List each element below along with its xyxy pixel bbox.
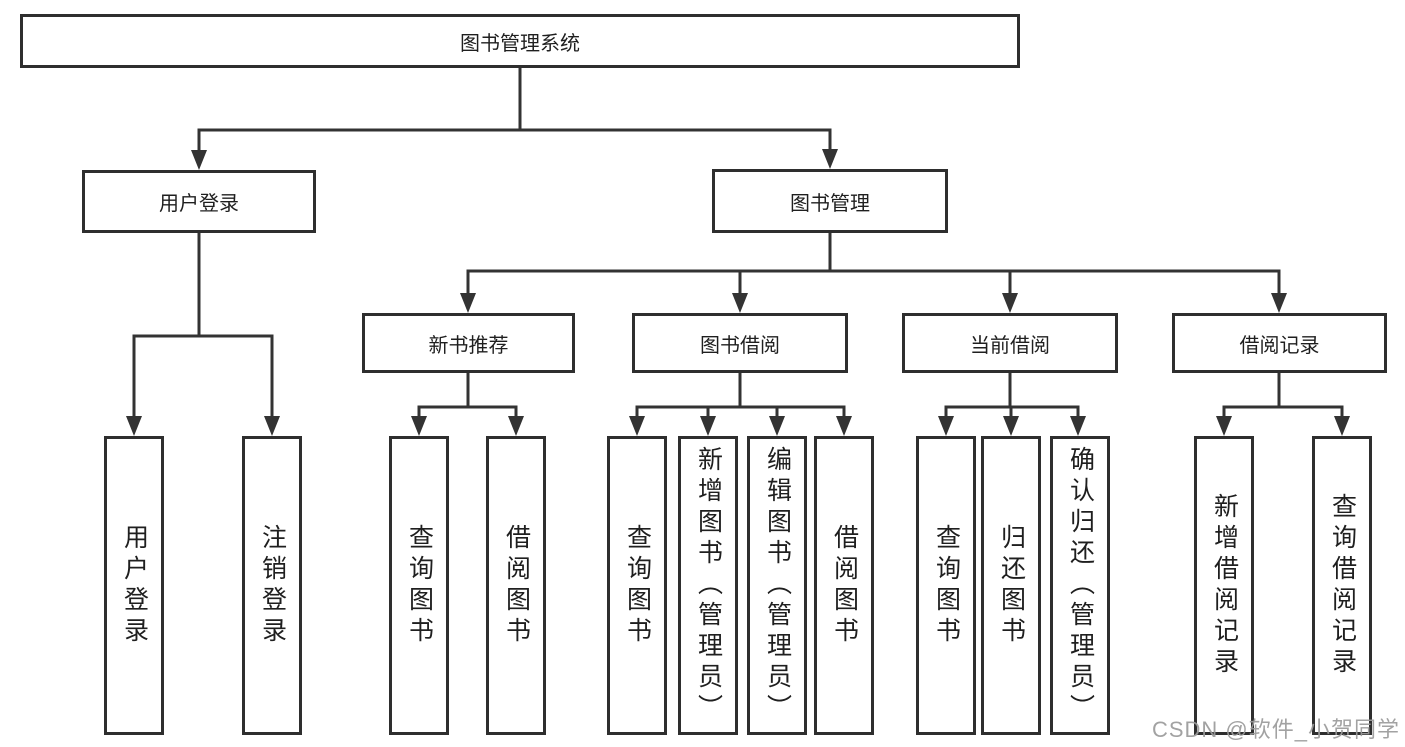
node-label: 当前借阅 <box>970 334 1050 357</box>
node-label: 新增借阅记录 <box>1210 492 1239 679</box>
node-label: 图书管理系统 <box>460 32 580 55</box>
node-label: 确认归还（管理员） <box>1066 446 1095 725</box>
node-new-book-recommend: 新书推荐 <box>362 313 575 373</box>
arrowheads <box>126 149 1350 436</box>
node-search-books-recommend: 查询图书 <box>389 436 449 735</box>
node-search-borrow-record: 查询借阅记录 <box>1312 436 1372 735</box>
node-search-books-current: 查询图书 <box>916 436 976 735</box>
node-label: 查询图书 <box>623 523 652 648</box>
node-label: 查询图书 <box>405 523 434 648</box>
node-label: 注销登录 <box>258 523 287 648</box>
watermark: CSDN @软件_小贺同学 <box>1151 717 1400 742</box>
node-label: 新增图书（管理员） <box>694 446 723 725</box>
node-label: 用户登录 <box>120 523 149 648</box>
node-return-book: 归还图书 <box>981 436 1041 735</box>
node-library-system: 图书管理系统 <box>20 14 1020 68</box>
node-label: 编辑图书（管理员） <box>763 446 792 725</box>
node-label: 查询借阅记录 <box>1328 492 1357 679</box>
node-add-book-admin: 新增图书（管理员） <box>678 436 738 735</box>
node-current-borrow: 当前借阅 <box>902 313 1118 373</box>
node-user-login-leaf: 用户登录 <box>104 436 164 735</box>
node-label: 查询图书 <box>932 523 961 648</box>
node-confirm-return-admin: 确认归还（管理员） <box>1050 436 1110 735</box>
node-book-management: 图书管理 <box>712 169 948 233</box>
node-label: 归还图书 <box>997 523 1026 648</box>
node-edit-book-admin: 编辑图书（管理员） <box>747 436 807 735</box>
node-user-login: 用户登录 <box>82 170 316 233</box>
node-label: 图书借阅 <box>700 334 780 357</box>
node-label: 新书推荐 <box>428 334 509 357</box>
node-label: 借阅图书 <box>830 523 859 648</box>
node-book-borrow: 图书借阅 <box>632 313 848 373</box>
node-label: 借阅图书 <box>502 523 531 648</box>
node-borrow-records: 借阅记录 <box>1172 313 1387 373</box>
node-label: 借阅记录 <box>1239 334 1320 357</box>
node-add-borrow-record: 新增借阅记录 <box>1194 436 1254 735</box>
node-logout: 注销登录 <box>242 436 302 735</box>
node-search-books-borrow: 查询图书 <box>607 436 667 735</box>
node-label: 用户登录 <box>159 193 239 215</box>
node-label: 图书管理 <box>790 192 870 215</box>
node-borrow-books-leaf: 借阅图书 <box>814 436 874 735</box>
node-borrow-books-recommend: 借阅图书 <box>486 436 546 735</box>
